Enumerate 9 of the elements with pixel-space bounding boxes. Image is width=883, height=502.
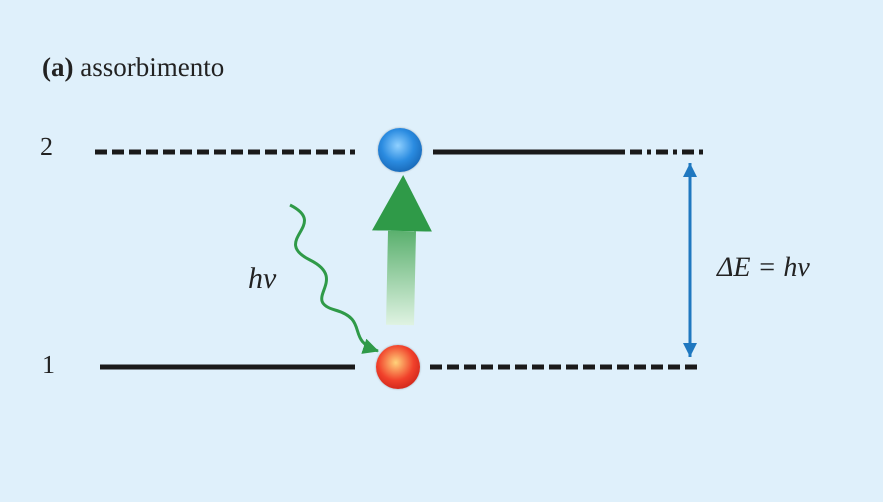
level-number: 1: [42, 350, 55, 380]
excitation-arrow: [372, 175, 432, 326]
title: (a) assorbimento: [42, 52, 224, 83]
energy-gap-label: ΔE = hν: [717, 252, 810, 284]
electron-circle: [376, 345, 420, 389]
photon-arrow: [289, 204, 379, 353]
level-number: 2: [40, 132, 53, 162]
edge-label: hν: [248, 262, 276, 296]
electron-circle: [378, 128, 422, 172]
